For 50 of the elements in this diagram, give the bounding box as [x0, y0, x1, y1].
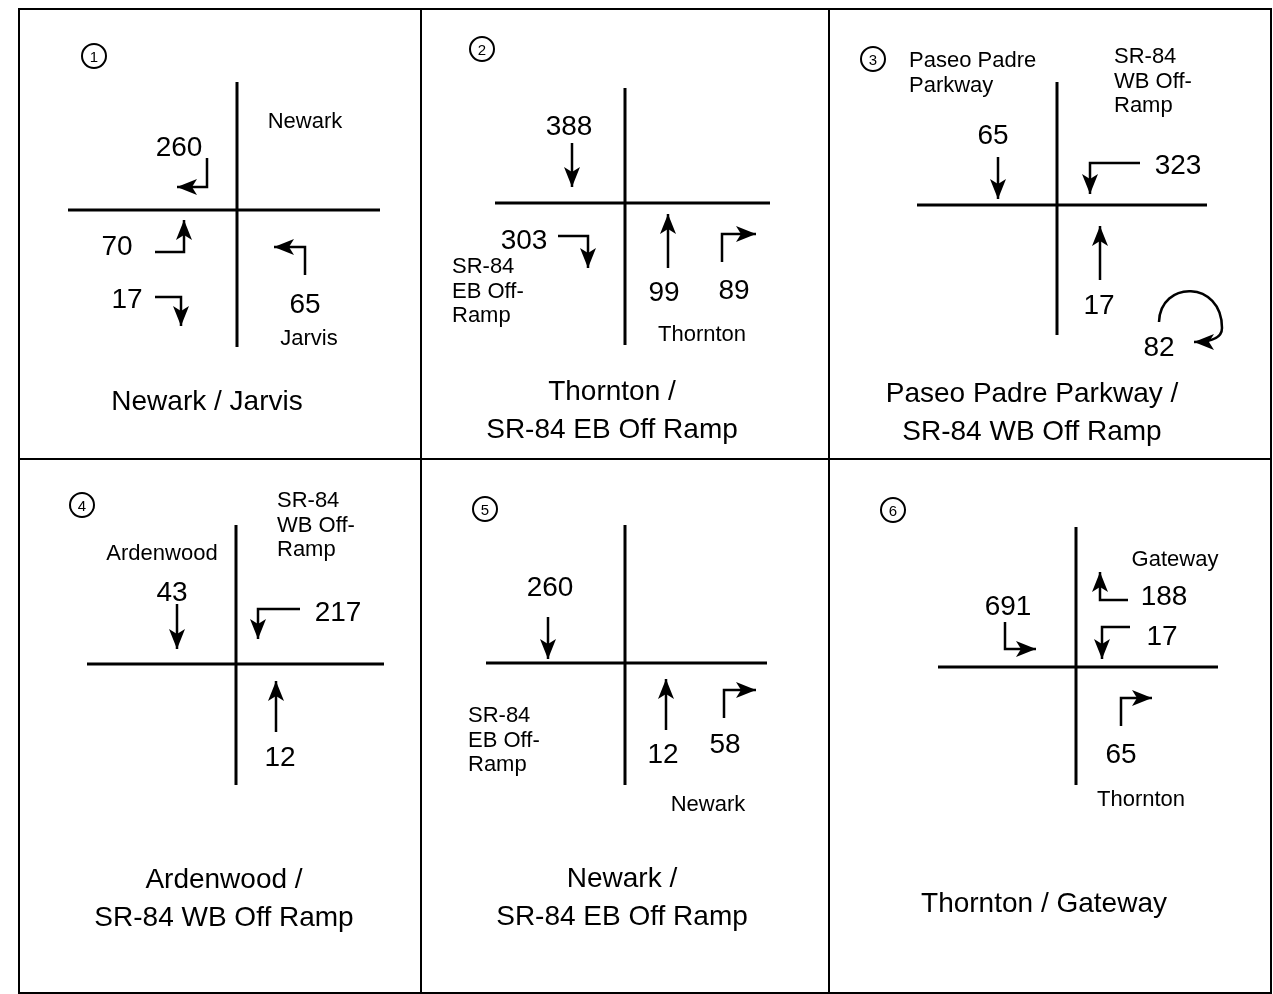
intersection-title: Thornton / Gateway — [921, 886, 1167, 920]
intersection-title: Newark / Jarvis — [111, 384, 303, 418]
volume-count: 65 — [977, 119, 1009, 151]
intersection-title: Paseo Padre Parkway / SR-84 WB Off Ramp — [885, 376, 1179, 448]
volume-count: 65 — [289, 288, 321, 320]
circled-number: 2 — [469, 36, 495, 62]
intersection-title: Ardenwood / SR-84 WB Off Ramp — [94, 862, 354, 934]
street-name: SR-84 WB Off-Ramp — [1114, 44, 1193, 118]
circled-number: 4 — [69, 492, 95, 518]
volume-count: 65 — [1105, 738, 1137, 770]
intersection-title: Newark / SR-84 EB Off Ramp — [496, 861, 748, 933]
volume-count: 70 — [101, 230, 133, 262]
volume-count: 388 — [545, 110, 593, 142]
street-name: SR-84 EB Off-Ramp — [468, 703, 541, 777]
volume-count: 99 — [648, 276, 680, 308]
street-name: Newark — [267, 108, 343, 134]
volume-count: 323 — [1154, 149, 1202, 181]
volume-count: 82 — [1143, 331, 1175, 363]
street-name: SR-84 EB Off-Ramp — [452, 254, 525, 328]
street-name: Thornton — [1096, 786, 1186, 812]
volume-count: 12 — [264, 741, 296, 773]
intersection-panel — [18, 8, 422, 460]
circled-number: 3 — [860, 46, 886, 72]
street-name: Paseo Padre Parkway — [909, 48, 1037, 98]
volume-count: 303 — [500, 224, 548, 256]
intersection-title: Thornton / SR-84 EB Off Ramp — [486, 374, 738, 446]
street-name: SR-84 WB Off-Ramp — [277, 488, 356, 562]
intersection-panel — [18, 458, 422, 994]
volume-count: 58 — [709, 728, 741, 760]
street-name: Jarvis — [280, 325, 338, 351]
volume-count: 17 — [1083, 289, 1115, 321]
volume-count: 43 — [156, 576, 188, 608]
volume-count: 17 — [111, 283, 143, 315]
circled-number: 5 — [472, 496, 498, 522]
circled-number: 6 — [880, 497, 906, 523]
intersection-panel — [828, 8, 1272, 460]
volume-count: 691 — [984, 590, 1032, 622]
volume-count: 188 — [1140, 580, 1188, 612]
street-name: Ardenwood — [106, 540, 218, 566]
circled-number: 1 — [81, 43, 107, 69]
volume-count: 260 — [155, 131, 203, 163]
volume-count: 12 — [647, 738, 679, 770]
volume-count: 217 — [314, 596, 362, 628]
street-name: Thornton — [657, 321, 747, 347]
intersection-panel — [828, 458, 1272, 994]
volume-count: 260 — [526, 571, 574, 603]
volume-count: 17 — [1146, 620, 1178, 652]
volume-count: 89 — [718, 274, 750, 306]
street-name: Newark — [670, 791, 746, 817]
street-name: Gateway — [1131, 546, 1219, 572]
